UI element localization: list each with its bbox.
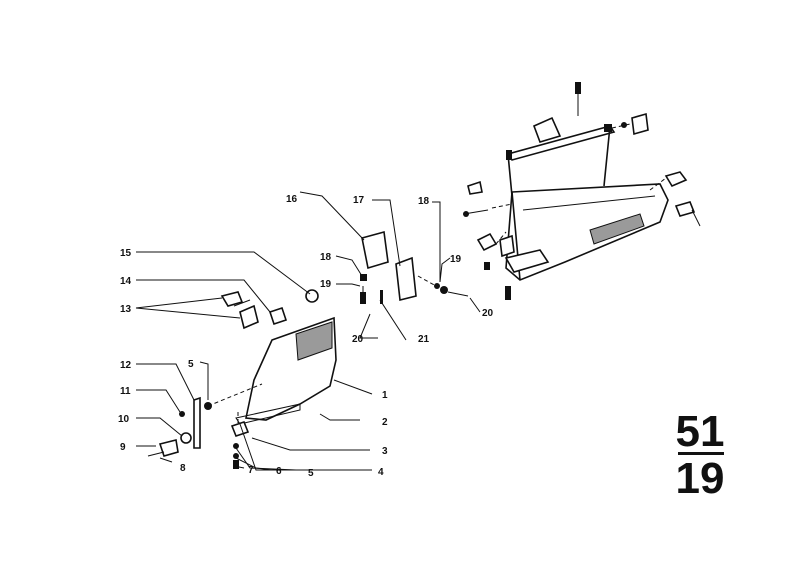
callout-3: 3 [382,446,388,457]
callout-9: 9 [120,442,126,453]
callout-21: 21 [418,334,430,345]
callout-16: 16 [286,194,298,205]
callout-18-right: 18 [418,196,430,207]
glove-box-assembly [463,82,701,300]
hinge-parts [360,230,469,304]
group-number: 51 19 [676,407,725,503]
callout-12: 12 [120,360,132,371]
callout-1: 1 [382,390,388,401]
callout-15: 15 [120,248,132,259]
trim-panel-assembly [147,289,337,469]
callout-4: 4 [378,467,384,478]
callout-14: 14 [120,276,132,287]
leader-lines [135,191,481,471]
callout-6: 6 [276,466,282,477]
callout-5-upper: 5 [188,359,194,370]
callout-19-right: 19 [450,254,462,265]
group-number-divider [678,452,724,455]
group-number-top: 51 [676,407,725,456]
callout-7: 7 [248,465,254,476]
callout-18-left: 18 [320,252,332,263]
callout-8: 8 [180,463,186,474]
callout-20-right: 20 [482,308,494,319]
callout-19-left: 19 [320,279,332,290]
callout-10: 10 [118,414,130,425]
callout-13: 13 [120,304,132,315]
callout-labels: 1 2 3 4 5 5 6 7 8 9 10 11 12 13 14 15 16… [118,194,494,479]
callout-17: 17 [353,195,365,206]
group-number-bottom: 19 [676,454,725,503]
callout-2: 2 [382,417,388,428]
callout-11: 11 [120,386,131,397]
callout-20-left: 20 [352,334,364,345]
callout-5-lower: 5 [308,468,314,479]
